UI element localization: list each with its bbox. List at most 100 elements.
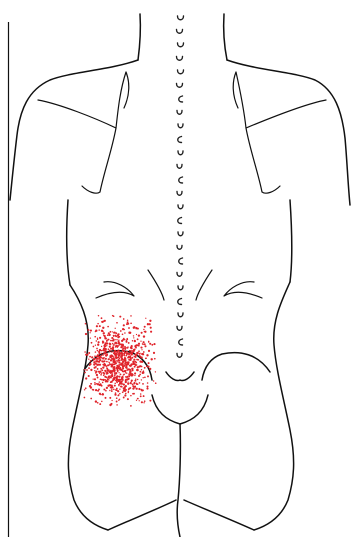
vertebra-mark [178,70,184,74]
pain-dot [123,318,125,320]
right-buttock-fold [184,500,254,530]
pain-dot [96,374,98,376]
pain-dot [142,353,144,355]
pain-dot [101,353,102,354]
pain-dot [130,405,132,407]
pain-dot [144,400,146,402]
pain-dot [88,375,90,377]
vertebra-mark [178,205,183,209]
pain-dot [101,330,103,332]
pain-dot [103,341,104,342]
pain-dot [99,384,101,386]
pain-dot [113,335,114,336]
pain-dot [100,368,102,370]
left-lumbar-crease [148,270,164,300]
pain-dot [153,380,154,381]
pain-dot [111,373,113,375]
pain-dot [106,342,108,344]
pain-dot [97,323,99,325]
pain-dot [122,368,124,370]
pain-dot [120,374,122,376]
pain-dot [103,373,105,375]
pain-dot [130,315,132,317]
pain-dot [110,376,112,378]
pain-dot [130,371,132,373]
pain-dot [153,343,155,345]
pain-dot [87,329,89,331]
pain-dot [133,337,134,338]
pain-dot [99,337,101,339]
pain-dot [130,322,132,324]
pain-dot [125,381,127,383]
pain-dot [144,331,146,333]
pain-dot [148,362,150,364]
pain-dot [103,352,105,354]
pain-dot [134,348,135,349]
pain-dot [90,398,92,400]
pain-dot [98,351,100,353]
pain-dot [90,369,92,371]
pain-dot [107,334,109,336]
pain-dot [91,342,93,344]
vertebra-mark [178,124,183,128]
vertebra-mark [178,137,182,143]
pain-dot [124,332,126,334]
pain-dot [104,346,105,347]
pain-dot [107,370,109,372]
pain-dot [108,385,110,387]
pain-dot [85,323,87,325]
pain-dot [90,386,92,388]
pain-dot [129,369,131,371]
pain-dot [133,326,135,328]
vertebra-mark [177,30,183,34]
pain-dot [119,382,121,384]
left-scapula-line [38,72,129,128]
pain-dot [113,367,115,369]
pain-dot [116,367,118,369]
pain-dot [84,397,86,399]
pain-dot [124,394,126,396]
pain-dot [114,383,115,384]
pain-dot [146,354,148,356]
pain-dot [126,376,128,378]
pain-dot [142,344,143,345]
vertebra-mark [178,232,183,236]
pain-dot [118,379,120,381]
pain-dot [84,372,86,374]
pain-dot [139,382,141,384]
vertebra-mark [178,286,183,290]
pain-dot [90,360,92,362]
pain-dot [110,403,112,405]
pain-dot [113,339,115,341]
pain-dot [137,379,138,380]
vertebra-mark [178,313,183,317]
pain-dot [118,399,120,401]
pain-dot [111,387,113,389]
vertebra-mark [177,165,182,169]
pain-dot [146,385,148,387]
pain-dot [84,351,86,353]
pain-dot [138,375,140,377]
pain-dot [128,327,130,329]
pain-dot [128,388,130,390]
pain-dot [85,387,87,389]
pain-dot [111,363,113,365]
pain-dot [93,363,95,365]
pain-dot [117,359,119,361]
pain-dot [128,375,129,376]
vertebra-mark [177,192,182,196]
pain-dot [105,359,106,360]
pain-dot [109,346,110,347]
pain-dot [133,335,134,336]
pain-dot [138,345,140,347]
pain-dot [112,348,114,350]
pain-dot [117,371,118,372]
pain-dot [142,383,144,385]
pain-dot [109,358,110,359]
pain-dot [118,376,120,378]
pain-dot [122,349,124,351]
pain-dot [99,325,101,327]
pain-dot [144,343,146,345]
pain-dot [118,372,119,373]
pain-dot [134,382,136,384]
